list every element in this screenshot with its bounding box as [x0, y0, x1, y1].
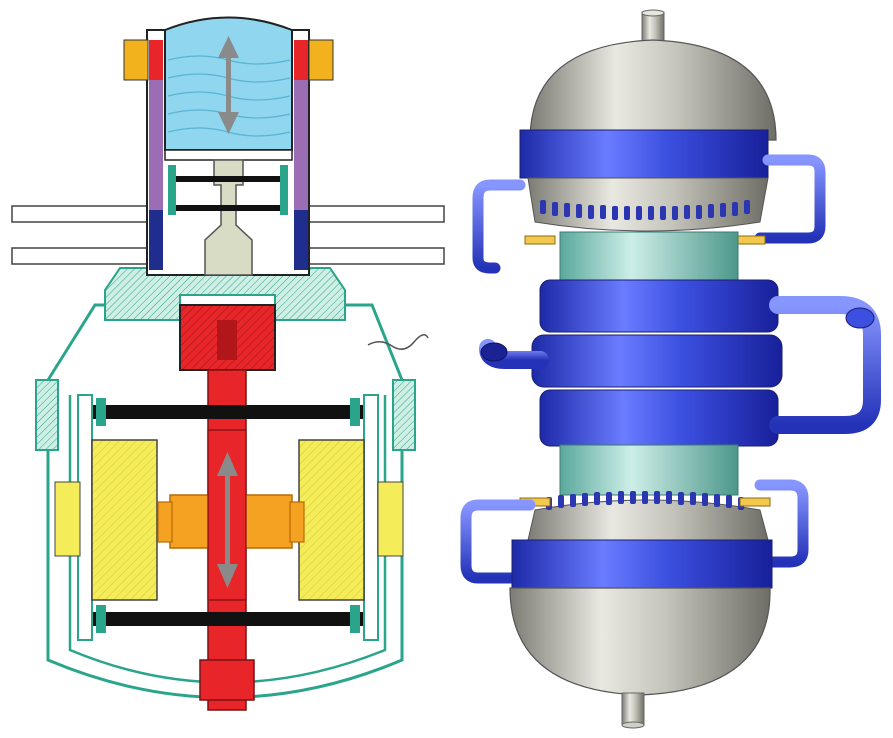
displacer-plate: [164, 149, 293, 161]
top-nozzle-cap: [641, 9, 665, 17]
right-magnet: [298, 439, 365, 601]
piston-foot: [199, 659, 255, 701]
top-blue-band: [519, 129, 769, 179]
left-seal-red: [149, 40, 163, 80]
coupling-right-lug: [289, 501, 305, 543]
top-slots: [540, 200, 750, 220]
center-drum-mid: [531, 334, 783, 388]
displacer-rod: [204, 159, 253, 276]
top-left-pin: [524, 235, 556, 245]
bottom-dome: [509, 587, 771, 696]
left-magnet-inner: [54, 481, 81, 557]
sensor-wire-icon: [367, 334, 429, 350]
flexure-bolt-top: [92, 405, 364, 419]
3d-model-panel: [460, 9, 881, 729]
bolt-cap-br: [350, 605, 360, 633]
left-tab: [123, 39, 149, 81]
upper-teal-band: [559, 231, 739, 283]
right-coil: [294, 210, 308, 270]
bolt-cap-bl: [96, 605, 106, 633]
right-seal-red: [294, 40, 308, 80]
bottom-right-pin: [739, 497, 771, 507]
piston-core: [217, 320, 237, 360]
bolt-cap-tr: [350, 398, 360, 426]
center-drum-lower: [539, 389, 779, 447]
center-drum-upper: [539, 279, 779, 333]
right-wall: [363, 394, 379, 641]
right-seal-purple: [294, 60, 308, 210]
up-down-arrow-icon: [217, 452, 238, 588]
bottom-left-pipe: [460, 499, 536, 584]
left-coil: [149, 210, 163, 270]
right-loop-pipe: [769, 296, 881, 434]
bottom-right-pipe: [754, 479, 809, 568]
left-seal-purple: [149, 60, 163, 210]
left-magnet: [91, 439, 158, 601]
right-loop-cap: [845, 307, 875, 329]
left-guide: [168, 165, 176, 215]
top-left-pipe: [472, 179, 526, 274]
cross-section-panel: [11, 16, 445, 711]
top-nozzle: [641, 11, 665, 45]
lower-teal-band: [559, 444, 739, 496]
bottom-slots: [546, 491, 744, 510]
spring-bolt-2: [175, 205, 285, 211]
left-port-mouth: [480, 342, 508, 362]
top-dome: [529, 39, 777, 141]
up-down-arrow-icon: [218, 36, 239, 134]
bottom-nozzle-cap: [621, 721, 645, 729]
bottom-blue-band: [511, 539, 773, 589]
neck-casing: [104, 267, 346, 321]
coupling-left-lug: [157, 501, 173, 543]
top-right-pipe: [754, 154, 826, 244]
spring-bolt-1: [175, 176, 285, 182]
right-tab: [308, 39, 334, 81]
flexure-bolt-bottom: [92, 612, 364, 626]
right-guide: [280, 165, 288, 215]
top-right-pin: [734, 235, 766, 245]
top-slotted-ring: [527, 177, 769, 232]
bolt-cap-tl: [96, 398, 106, 426]
right-magnet-inner: [377, 481, 404, 557]
bottom-nozzle: [621, 692, 645, 726]
left-flange: [35, 379, 59, 451]
right-flange: [392, 379, 416, 451]
